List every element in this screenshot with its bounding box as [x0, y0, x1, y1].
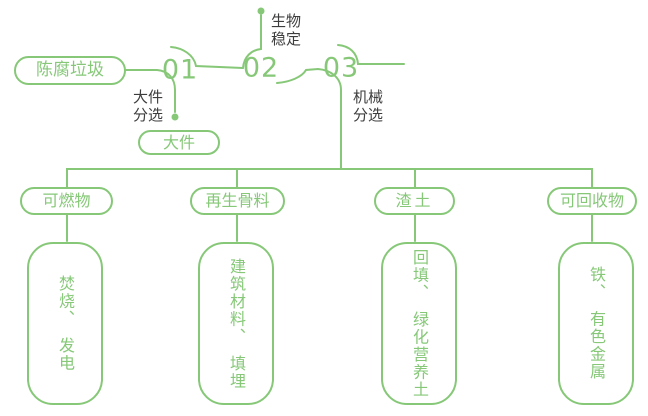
disposal-box-metals: 铁、 有色金属	[558, 242, 634, 405]
arc-01-to-02	[170, 46, 244, 69]
branch-dot-bulky	[171, 113, 179, 121]
stage-number-03: 03	[322, 52, 360, 84]
disposal-text: 焚烧、 发电	[56, 275, 75, 372]
distribution-line	[66, 168, 593, 188]
category-pill-combustible: 可燃物	[20, 187, 113, 215]
disposal-text: 回填、 绿化营养土	[410, 248, 429, 399]
arc-03-out-line	[337, 44, 405, 65]
disposal-box-construction-landfill: 建筑材料、 填埋	[198, 242, 274, 405]
category-label: 可回收物	[559, 191, 624, 210]
arc-02-to-03-branch-down	[276, 67, 342, 170]
category-pill-slag-soil: 渣土	[374, 187, 455, 215]
category-pill-recycled-aggregate: 再生骨料	[190, 187, 285, 215]
bulky-item-label: 大件	[162, 132, 195, 152]
arc-02-branch-up	[242, 14, 262, 69]
disposal-text: 铁、 有色金属	[587, 266, 606, 381]
disposal-text: 建筑材料、 填埋	[227, 257, 246, 390]
flow-line-source-to-01-branch-down	[125, 69, 176, 113]
source-node-label: 陈腐垃圾	[36, 60, 104, 80]
bulky-item-pill: 大件	[138, 130, 220, 155]
stage-number-01: 01	[161, 54, 199, 86]
category-pill-recyclables: 可回收物	[547, 187, 637, 215]
stage-number-02: 02	[242, 52, 280, 84]
source-node-pill: 陈腐垃圾	[14, 56, 126, 85]
process-label-bio-stabilization: 生物 稳定	[271, 12, 302, 48]
disposal-box-backfill-nutrient-soil: 回填、 绿化营养土	[381, 242, 457, 405]
category-label: 可燃物	[42, 191, 91, 210]
disposal-box-incineration: 焚烧、 发电	[27, 242, 103, 405]
process-label-bulky-sorting: 大件 分选	[133, 88, 164, 124]
branch-dot-bio	[257, 7, 265, 15]
process-label-mechanical-sorting: 机械 分选	[353, 88, 384, 124]
category-label: 渣土	[395, 191, 434, 210]
category-label: 再生骨料	[205, 191, 270, 210]
